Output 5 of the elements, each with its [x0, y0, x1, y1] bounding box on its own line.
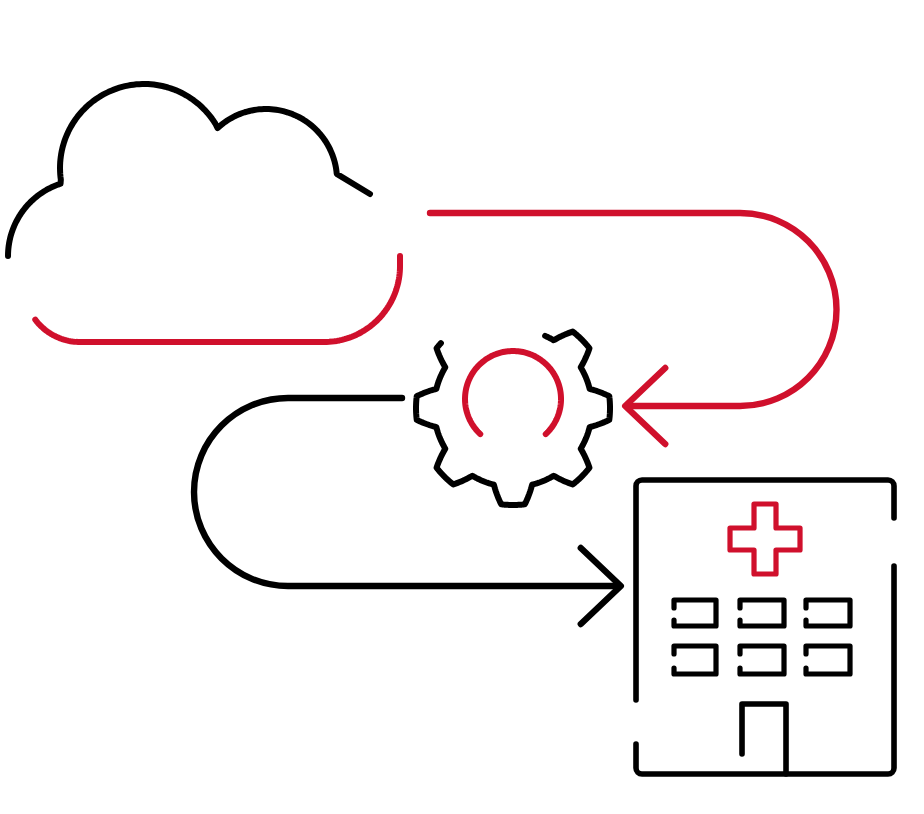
gear-icon: [413, 328, 613, 508]
hospital-icon: [633, 477, 897, 777]
arrow: [426, 209, 840, 448]
cloud-icon: [5, 81, 403, 345]
arrow: [190, 394, 624, 628]
